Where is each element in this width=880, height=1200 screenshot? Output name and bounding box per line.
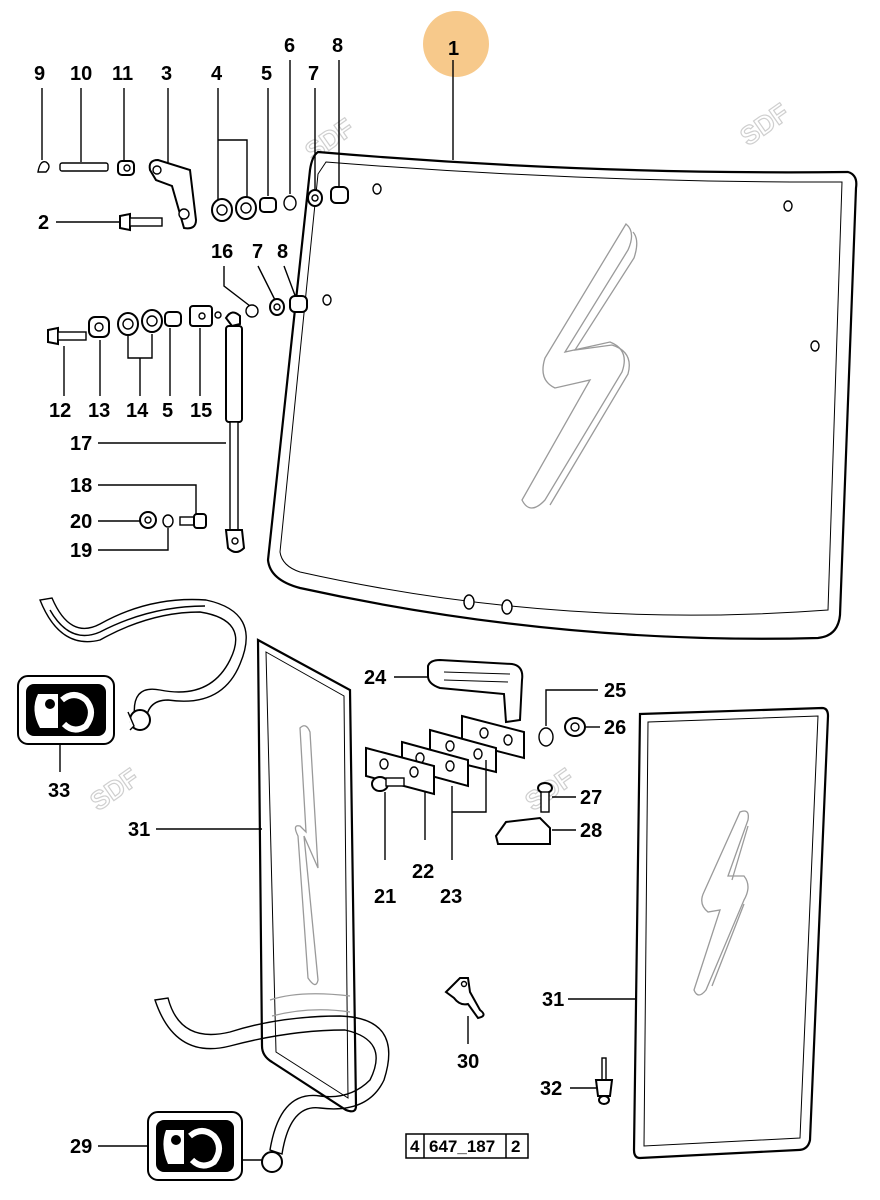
left-door-glass [256, 638, 358, 1113]
callout-17: 17 [70, 433, 92, 455]
bush-part-8 [330, 186, 349, 204]
callout-22: 22 [412, 861, 434, 883]
callout-8b: 8 [277, 241, 288, 263]
callout-30: 30 [457, 1051, 479, 1073]
highlight-circle [423, 11, 489, 77]
screw-part-21 [371, 776, 405, 792]
callout-5b: 5 [162, 400, 173, 422]
washer-part-16 [245, 304, 259, 318]
seal-icon-33 [17, 675, 115, 745]
callout-25: 25 [604, 680, 626, 702]
washer-part-25 [538, 727, 554, 747]
gas-strut-part-17 [224, 311, 246, 553]
callout-1: 1 [448, 38, 459, 60]
bush-part-4 [211, 196, 257, 222]
hinge-bracket-part-24 [427, 658, 524, 724]
bush-part-8b [289, 295, 308, 313]
nut-part-20 [139, 511, 157, 529]
washer-part-6 [283, 195, 297, 211]
callout-28: 28 [580, 820, 602, 842]
screw-part-12 [47, 326, 87, 346]
rivet-part-32 [594, 1057, 614, 1105]
callout-23: 23 [440, 886, 462, 908]
callout-14: 14 [126, 400, 149, 422]
callout-16: 16 [211, 241, 233, 263]
bush-part-11 [117, 160, 135, 176]
callout-12: 12 [49, 400, 71, 422]
callout-3: 3 [161, 63, 172, 85]
callout-31a: 31 [128, 819, 150, 841]
callout-20: 20 [70, 511, 92, 533]
watermark-text: SDF [734, 97, 794, 151]
callout-24: 24 [364, 667, 387, 689]
callout-21: 21 [374, 886, 396, 908]
callout-29: 29 [70, 1136, 92, 1158]
callout-7b: 7 [252, 241, 263, 263]
clip-part-9 [37, 161, 50, 173]
seal-profile-part-33 [39, 597, 247, 731]
callout-33: 33 [48, 780, 70, 802]
callout-10: 10 [70, 63, 92, 85]
callout-7: 7 [308, 63, 319, 85]
callout-11: 11 [112, 63, 133, 85]
callout-32: 32 [540, 1078, 562, 1100]
pin-part-10 [59, 162, 109, 172]
washer-part-19 [162, 514, 174, 528]
nut-part-7b [269, 298, 285, 316]
callout-8: 8 [332, 35, 343, 57]
reference-box: 4 647_187 2 [405, 1133, 529, 1159]
reference-right: 2 [511, 1137, 520, 1156]
windscreen-glass [266, 150, 858, 640]
screw-part-27 [537, 782, 553, 813]
callout-9: 9 [34, 63, 45, 85]
block-part-28 [494, 816, 551, 845]
bush-part-5 [259, 197, 277, 213]
callout-5: 5 [261, 63, 272, 85]
reference-code: 647_187 [429, 1137, 495, 1156]
callout-4: 4 [211, 63, 223, 85]
bush-part-14 [117, 309, 163, 336]
bracket-part-15 [189, 305, 222, 327]
callout-15: 15 [190, 400, 212, 422]
nut-part-26 [564, 717, 586, 737]
nut-part-7 [307, 189, 323, 207]
callout-18: 18 [70, 475, 92, 497]
bush-part-13 [88, 316, 110, 338]
callout-27: 27 [580, 787, 602, 809]
callout-6: 6 [284, 35, 295, 57]
callout-31b: 31 [542, 989, 564, 1011]
bracket-part-3 [148, 158, 198, 230]
callout-2: 2 [38, 212, 49, 234]
stud-part-18 [179, 513, 207, 529]
seal-icon-29 [147, 1111, 243, 1181]
callout-19: 19 [70, 540, 92, 562]
bush-part-5b [164, 311, 182, 327]
reference-left: 4 [410, 1137, 420, 1156]
clip-part-30 [444, 977, 485, 1020]
watermark-text: SDF [84, 762, 144, 816]
right-door-glass [632, 706, 830, 1160]
callout-13: 13 [88, 400, 110, 422]
plate-part-22 [365, 746, 435, 796]
seal-profile-part-29 [154, 997, 390, 1173]
screw-part-2 [119, 212, 163, 232]
callout-26: 26 [604, 717, 626, 739]
